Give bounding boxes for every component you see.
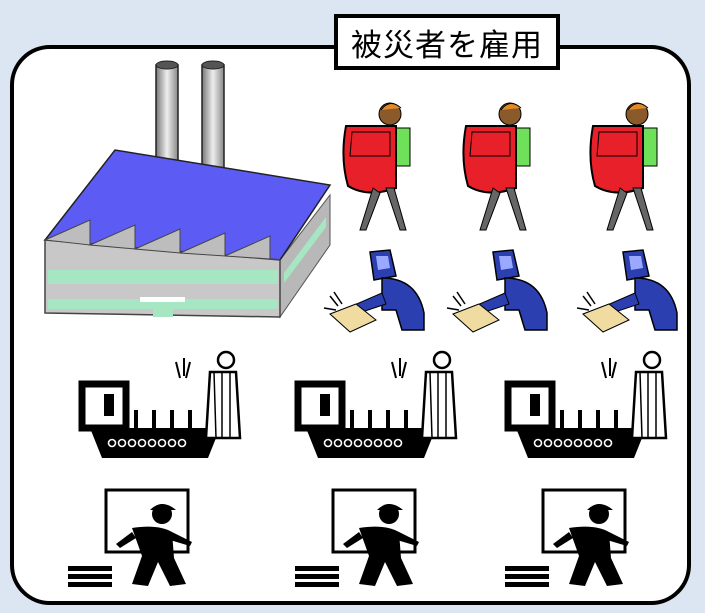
welder-icon (576, 249, 678, 333)
conveyor-worker-icon (294, 350, 458, 458)
welder-icon (323, 249, 425, 333)
conveyor-worker-icon (78, 350, 242, 458)
welder-icon (446, 249, 548, 333)
factory-icon (43, 60, 332, 319)
conveyor-worker-icon (504, 350, 668, 458)
worker-carrying-board-icon (295, 488, 419, 587)
worker-with-car-door-icon (462, 102, 531, 231)
title-label: 被災者を雇用 (334, 14, 560, 70)
worker-with-car-door-icon (342, 102, 411, 231)
worker-carrying-board-icon (68, 488, 192, 587)
worker-with-car-door-icon (589, 102, 658, 231)
worker-carrying-board-icon (505, 488, 629, 587)
